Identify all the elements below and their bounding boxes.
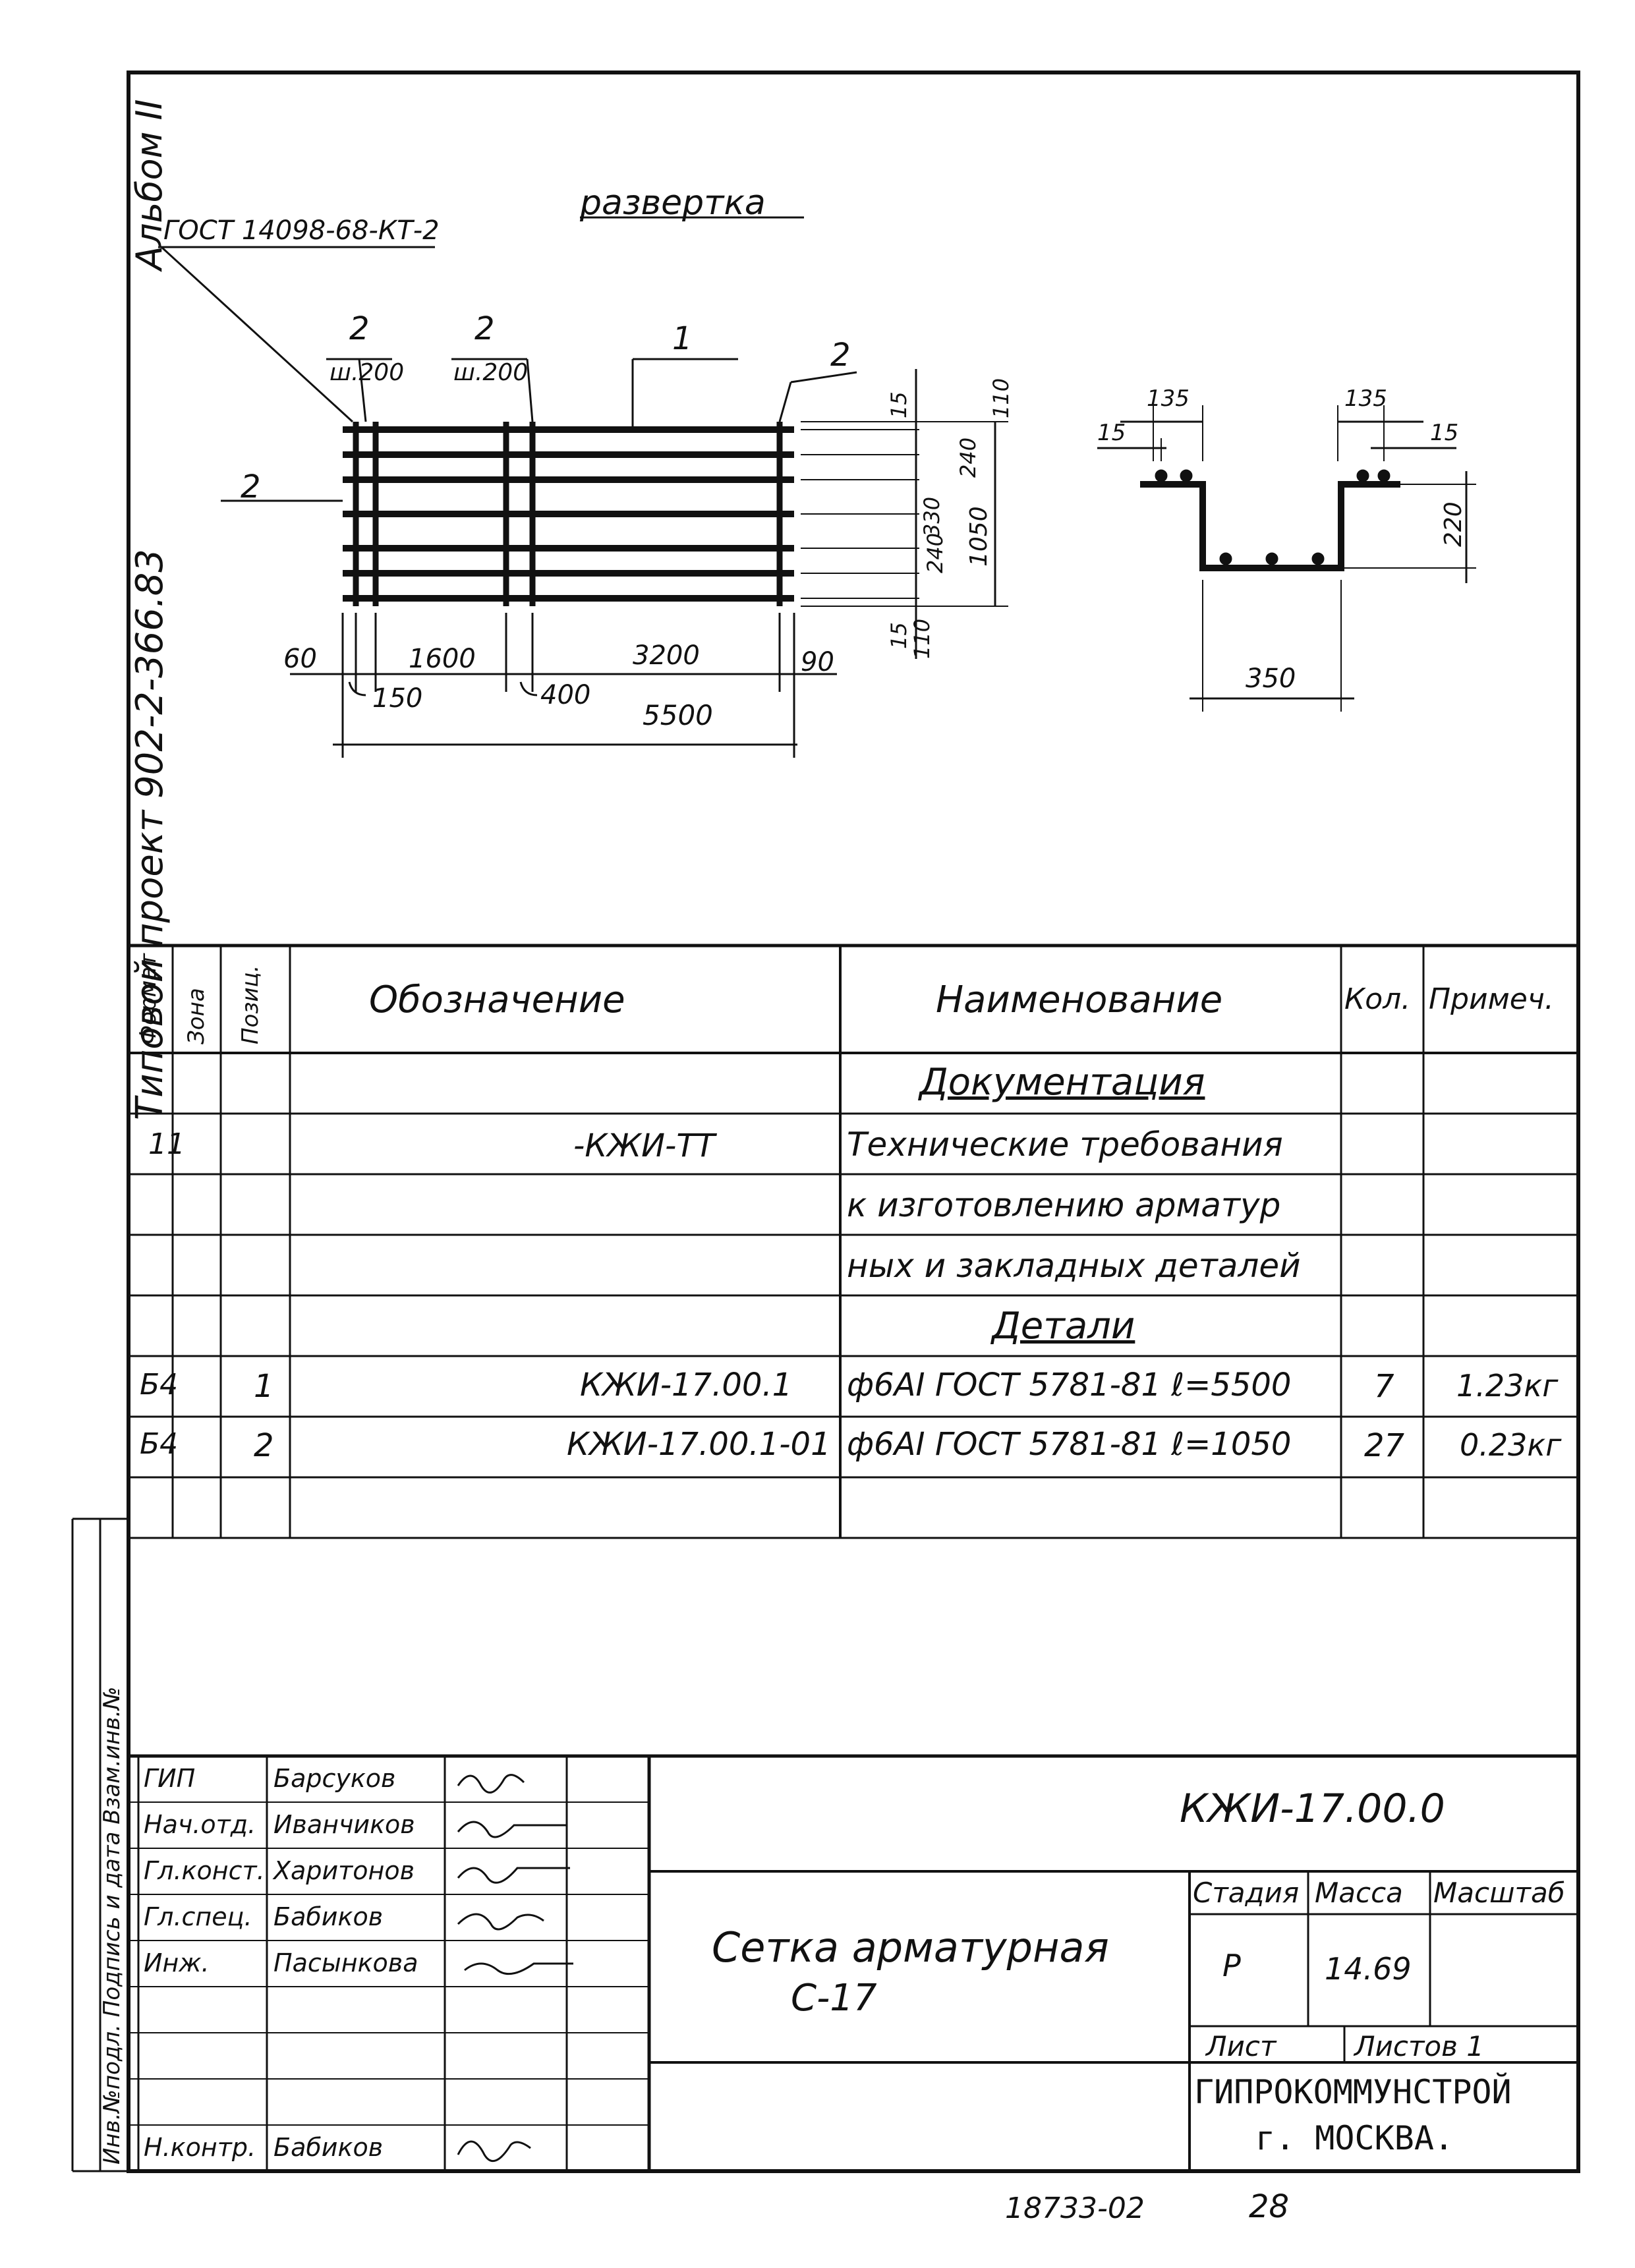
section-parts: Детали <box>992 1305 1135 1347</box>
mass-label: Масса <box>1315 1877 1403 1909</box>
dim-label: 240 <box>923 532 948 573</box>
dim-label: 110 <box>989 378 1014 418</box>
section-dim: 220 <box>1440 501 1467 547</box>
signatures <box>457 1774 573 2162</box>
tb-name: Бабиков <box>273 2133 384 2162</box>
row-format: 11 <box>148 1127 185 1161</box>
tb-role: Нач.отд. <box>144 1810 256 1839</box>
header-name: Наименование <box>936 978 1223 1021</box>
left-stamp-box <box>71 1517 129 2172</box>
row-name: ных и закладных деталей <box>847 1247 1301 1285</box>
footer-code: 18733-02 <box>1005 2192 1145 2225</box>
stage-label: Стадия <box>1193 1877 1300 1909</box>
dim-label: 60 <box>283 644 317 674</box>
header-note: Примеч. <box>1429 982 1554 1016</box>
spacing-label: ш.200 <box>453 359 529 386</box>
sheet-label: Лист <box>1206 2030 1276 2062</box>
spacing-label: ш.200 <box>330 359 405 386</box>
pos-label: 1 <box>672 320 693 357</box>
row-designation: КЖИ-17.00.1 <box>580 1367 793 1403</box>
row-name: Технические требования <box>847 1125 1283 1164</box>
tb-role: Н.контр. <box>144 2133 256 2162</box>
row-pos: 1 <box>254 1368 274 1405</box>
tb-name: Барсуков <box>273 1764 396 1793</box>
row-name: ф6АI ГОСТ 5781-81 ℓ=5500 <box>847 1367 1292 1403</box>
scale-label: Масштаб <box>1433 1877 1565 1909</box>
row-designation: КЖИ-17.00.1-01 <box>567 1426 831 1463</box>
dim-label: 1050 <box>965 506 992 567</box>
tb-role: Гл.конст. <box>144 1856 265 1885</box>
pos-label: 2 <box>349 310 370 347</box>
header-qty: Кол. <box>1344 982 1411 1016</box>
gost-note: ГОСТ 14098-68-КТ-2 <box>163 215 440 246</box>
row-designation: -КЖИ-ТТ <box>573 1127 715 1164</box>
mass-value: 14.69 <box>1325 1951 1412 1987</box>
dim-label: 150 <box>372 683 423 714</box>
dim-label: 330 <box>919 496 944 537</box>
section-dim: 350 <box>1246 664 1296 694</box>
row-qty: 27 <box>1364 1427 1405 1464</box>
dim-total: 5500 <box>643 699 713 731</box>
section-dim: 15 <box>1097 420 1126 446</box>
section-dim: 15 <box>1430 420 1459 446</box>
dim-label: 3200 <box>633 640 700 671</box>
section-docs: Документация <box>919 1061 1205 1104</box>
header-zone: Зона <box>183 988 210 1044</box>
dim-label: 110 <box>909 618 934 659</box>
row-pos: 2 <box>254 1427 274 1464</box>
row-qty: 7 <box>1374 1368 1394 1405</box>
pos-label: 2 <box>474 310 495 347</box>
tb-name: Харитонов <box>273 1856 415 1885</box>
row-name: к изготовлению арматур <box>847 1186 1281 1224</box>
row-format: Б4 <box>140 1427 179 1461</box>
tb-role: Инж. <box>144 1948 210 1977</box>
row-note: 1.23кг <box>1456 1368 1559 1403</box>
tb-role: Гл.спец. <box>144 1902 252 1931</box>
tb-role: ГИП <box>144 1764 196 1793</box>
row-name: ф6АI ГОСТ 5781-81 ℓ=1050 <box>847 1426 1292 1463</box>
stamp-left-label: Инв.№подл. Подпись и дата Взам.инв.№ <box>99 1686 125 2165</box>
section-dim: 135 <box>1147 385 1190 412</box>
dim-label: 1600 <box>409 644 476 674</box>
header-pos: Позиц. <box>237 965 264 1045</box>
stage-value: Р <box>1222 1948 1241 1983</box>
drawing-title: развертка <box>580 183 766 223</box>
tb-name: Бабиков <box>273 1902 384 1931</box>
dim-label: 400 <box>540 680 591 710</box>
dim-label: 90 <box>801 647 834 677</box>
dim-label: 15 <box>886 391 911 418</box>
item-mark: С-17 <box>791 1977 877 2020</box>
org-name: ГИПРОКОММУНСТРОЙ <box>1194 2073 1512 2111</box>
mesh-section <box>1097 405 1476 712</box>
item-name: Сетка арматурная <box>712 1923 1109 1971</box>
dim-label: 15 <box>886 622 911 649</box>
footer-page: 28 <box>1249 2188 1290 2225</box>
tb-name: Пасынкова <box>273 1948 418 1977</box>
doc-code: КЖИ-17.00.0 <box>1180 1786 1445 1832</box>
section-dim: 135 <box>1344 385 1387 412</box>
frame <box>127 71 1580 2173</box>
tb-name: Иванчиков <box>273 1810 415 1839</box>
row-format: Б4 <box>140 1368 179 1402</box>
header-format: Формат <box>135 953 161 1044</box>
sheets-label: Листов 1 <box>1354 2030 1484 2062</box>
org-city: г. МОСКВА. <box>1255 2119 1454 2157</box>
mesh-plan <box>158 216 1008 758</box>
pos-label: 2 <box>830 337 851 374</box>
row-note: 0.23кг <box>1460 1427 1562 1463</box>
pos-label: 2 <box>241 468 261 505</box>
dim-label: 240 <box>956 437 981 478</box>
header-designation: Обозначение <box>369 978 625 1021</box>
